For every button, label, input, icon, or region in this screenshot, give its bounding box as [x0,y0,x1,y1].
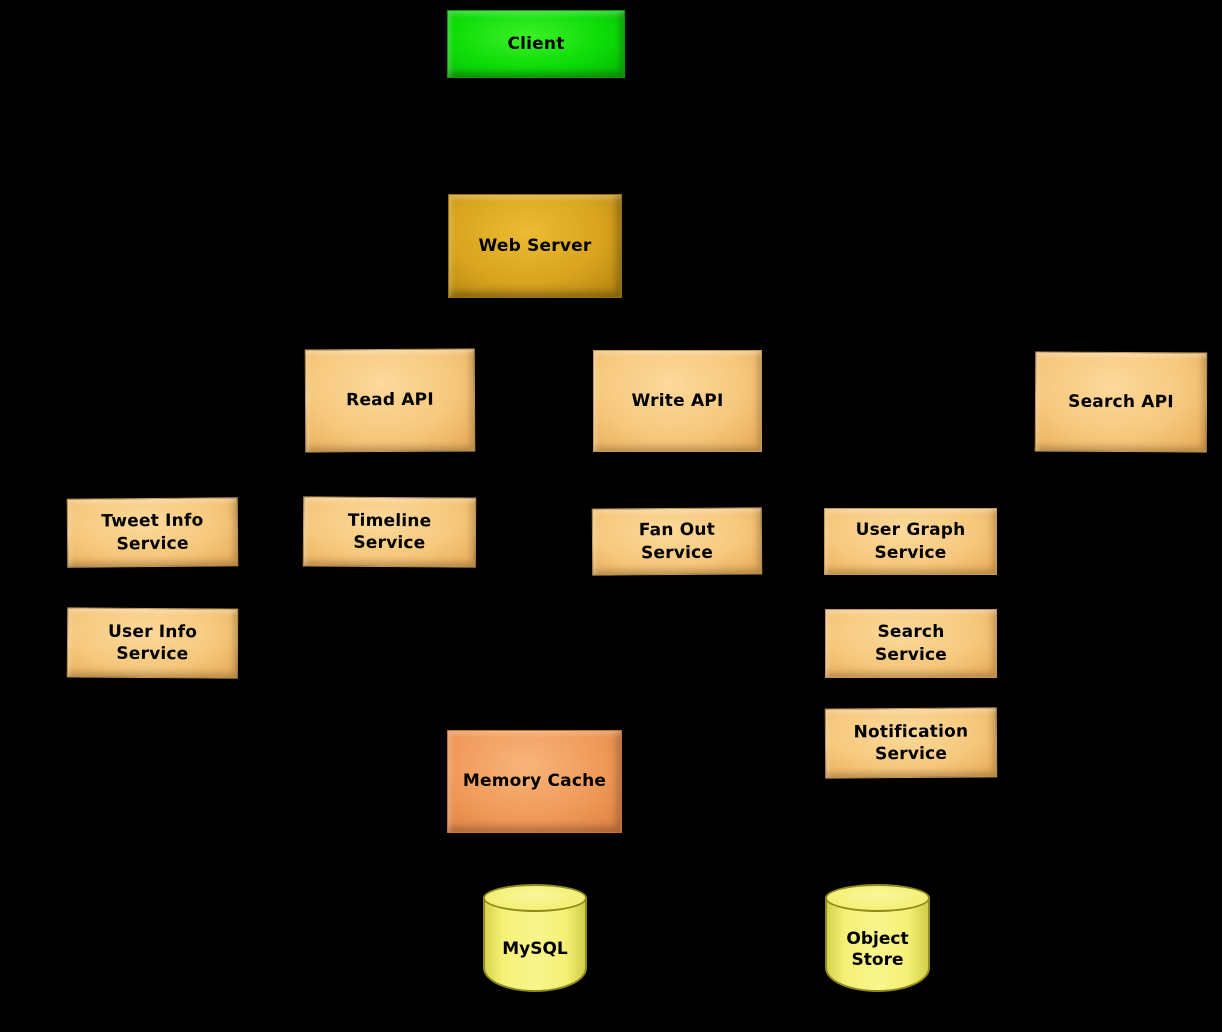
node-read-api: Read API [304,348,476,453]
node-fan-out-service: Fan Out Service [591,507,763,576]
node-web-server: Web Server [448,194,622,298]
node-memory-cache: Memory Cache [447,730,622,833]
cylinder-body [483,897,587,992]
node-search-api: Search API [1034,351,1208,453]
node-user-graph-service: User Graph Service [824,508,997,575]
mysql-label: MySQL [502,939,568,960]
cylinder-body [825,897,930,992]
cylinder-top [483,884,587,912]
node-client: Client [447,10,625,78]
node-timeline-service: Timeline Service [302,496,477,568]
node-notification-service: Notification Service [824,707,998,779]
node-user-info-service: User Info Service [66,607,239,679]
node-tweet-info-service: Tweet Info Service [66,497,239,568]
cylinder-top [825,884,930,912]
node-write-api: Write API [593,350,762,452]
node-search-service: Search Service [825,609,997,678]
node-object-store-database: Object Store [825,884,930,992]
node-mysql-database: MySQL [483,884,587,992]
object-store-label: Object Store [846,928,909,970]
